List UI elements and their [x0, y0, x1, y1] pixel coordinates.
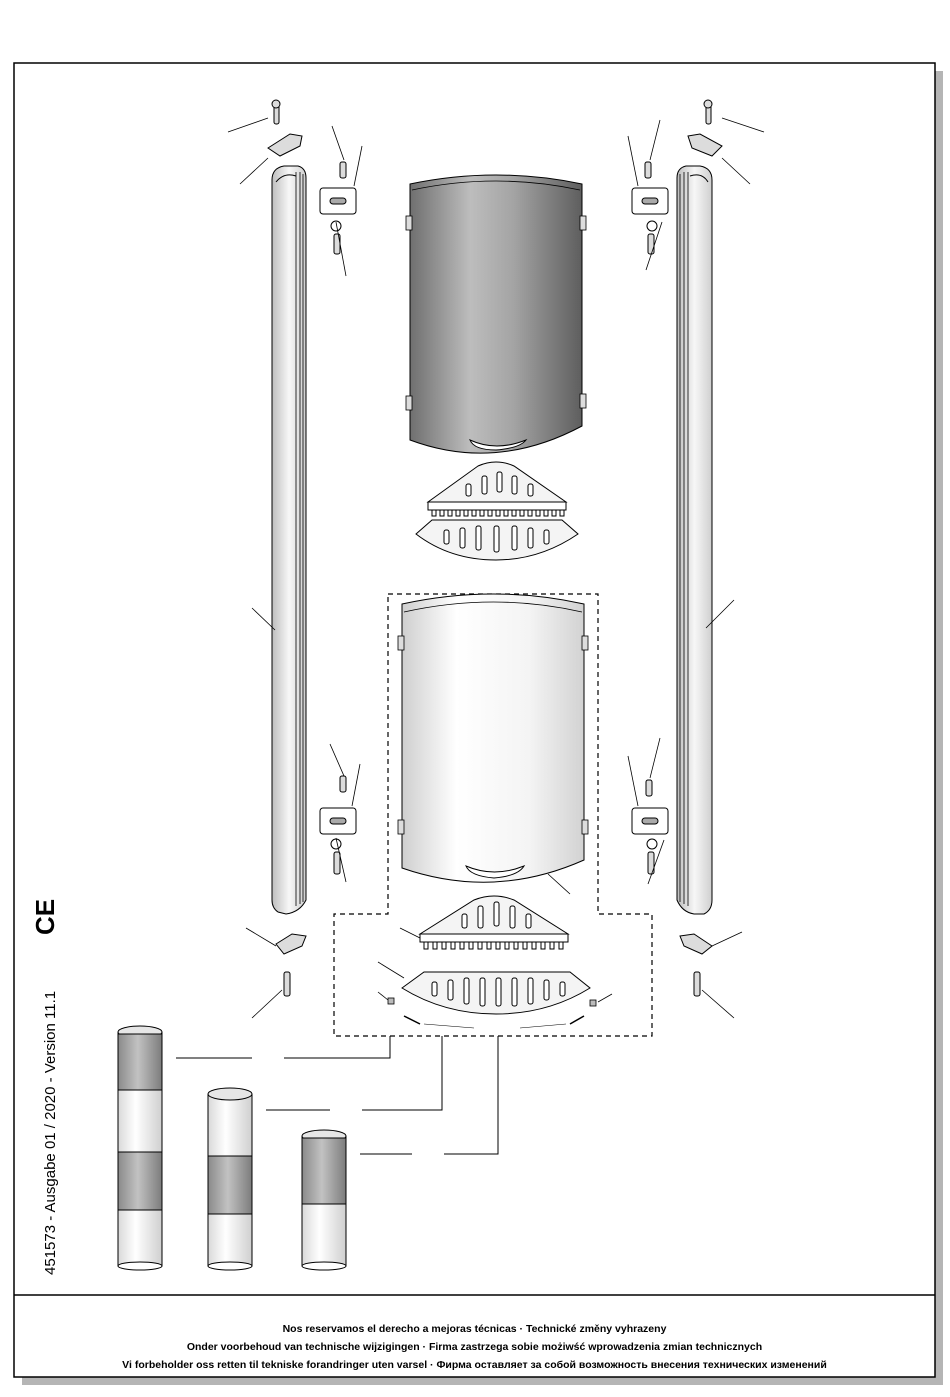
lower-light-panel: [397, 593, 589, 895]
dashed-assembly-outline: [333, 593, 653, 1037]
upper-grill-top: [426, 461, 568, 517]
footer-notice: Nos reservamos el derecho a mejoras técn…: [14, 1320, 935, 1374]
upper-dark-panel: [405, 174, 587, 454]
lower-grill-top: [399, 895, 570, 950]
lower-grill-bottom: [377, 961, 613, 1029]
footer-line-2: Onder voorbehoud van technische wijzigin…: [186, 1341, 763, 1353]
cylinder-variant-medium: [207, 1036, 443, 1271]
ce-mark-logo: CE: [30, 898, 60, 935]
right-rail: [676, 165, 735, 915]
upper-grill-bottom: [415, 519, 579, 561]
mid-left-fitting: [319, 743, 361, 883]
bottom-left-fitting: [245, 927, 307, 1019]
cylinder-variant-large: [117, 1025, 391, 1271]
mid-right-fitting: [627, 737, 669, 885]
footer-line-3: Vi forbeholder oss retten til tekniske f…: [122, 1359, 827, 1371]
bottom-right-fitting: [679, 931, 743, 1019]
top-right-fitting: [627, 99, 765, 271]
footer-line-1: Nos reservamos el derecho a mejoras técn…: [282, 1323, 667, 1335]
cylinder-variant-small: [301, 1036, 499, 1271]
top-left-fitting: [227, 99, 363, 277]
left-rail: [251, 165, 307, 915]
document-version-label: 451573 - Ausgabe 01 / 2020 - Version 11.…: [42, 990, 59, 1275]
